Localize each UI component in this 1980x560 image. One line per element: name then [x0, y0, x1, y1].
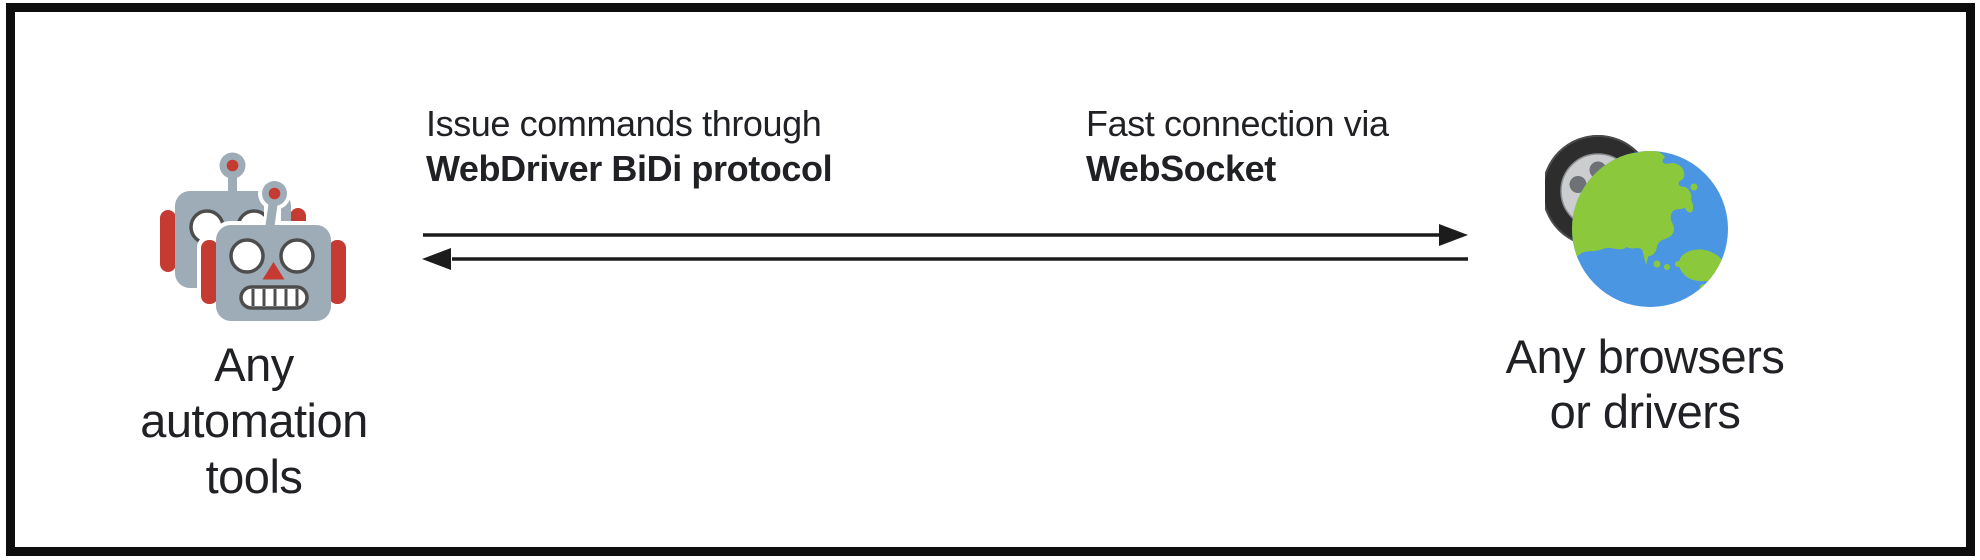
right-node-label-line1: Any browsers [1505, 330, 1785, 383]
asia-landmass [1572, 151, 1692, 260]
new-zealand [1720, 272, 1728, 280]
japan-island [1682, 195, 1694, 213]
left-node-label-line3: tools [205, 450, 303, 503]
return-channel-protocol: WebSocket [1086, 148, 1276, 189]
wheel-globe-icon [1545, 135, 1728, 307]
forward-channel-protocol: WebDriver BiDi protocol [426, 148, 833, 189]
forward-channel-description: Issue commands through [426, 103, 822, 144]
forward-channel-label: Issue commands through WebDriver BiDi pr… [426, 101, 833, 191]
arrow-left [422, 248, 1468, 270]
left-node-label-line1: Any [214, 338, 294, 391]
australia [1679, 249, 1724, 282]
globe [1572, 151, 1728, 307]
malay-peninsula [1641, 245, 1651, 265]
robots-icon [160, 152, 348, 325]
tasmania [1700, 284, 1706, 290]
right-node-label: Any browsers or drivers [1484, 329, 1806, 439]
front-robot [201, 181, 346, 321]
return-channel-label: Fast connection via WebSocket [1086, 101, 1389, 191]
return-channel-description: Fast connection via [1086, 103, 1389, 144]
left-node-label: Any automation tools [118, 337, 390, 505]
right-node-label-line2: or drivers [1549, 385, 1741, 438]
arrow-right [423, 224, 1468, 246]
bidi-arrows [422, 224, 1468, 270]
left-node-label-line2: automation [140, 394, 368, 447]
